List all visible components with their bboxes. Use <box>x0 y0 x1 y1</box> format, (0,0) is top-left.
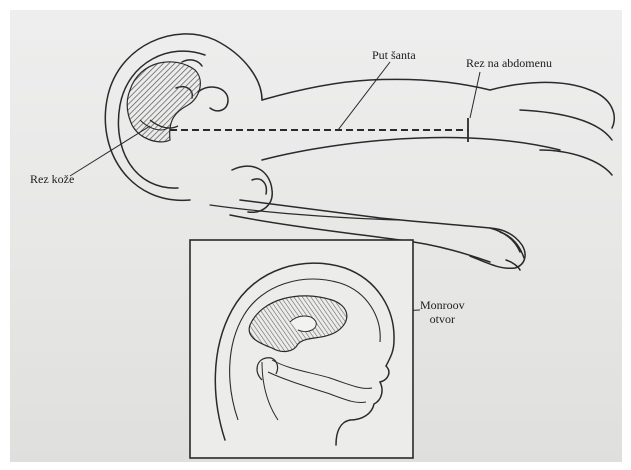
label-foramen-monro: Monroov otvor <box>420 298 465 326</box>
inset-panel <box>190 240 413 458</box>
label-foramen-line1: Monroov <box>420 298 465 312</box>
body-back-contour <box>262 79 614 128</box>
label-skin-incision: Rez kože <box>30 172 74 186</box>
leg <box>520 110 612 175</box>
label-foramen-line2: otvor <box>420 312 465 326</box>
upper-ventricle <box>127 62 200 142</box>
label-shunt-path: Put šanta <box>372 48 416 62</box>
leader-rez-koze <box>70 126 150 176</box>
leader-rez-abdomen <box>470 72 480 118</box>
ear <box>198 87 228 111</box>
label-abdomen-incision: Rez na abdomenu <box>466 56 552 70</box>
leader-put-santa <box>338 62 390 130</box>
